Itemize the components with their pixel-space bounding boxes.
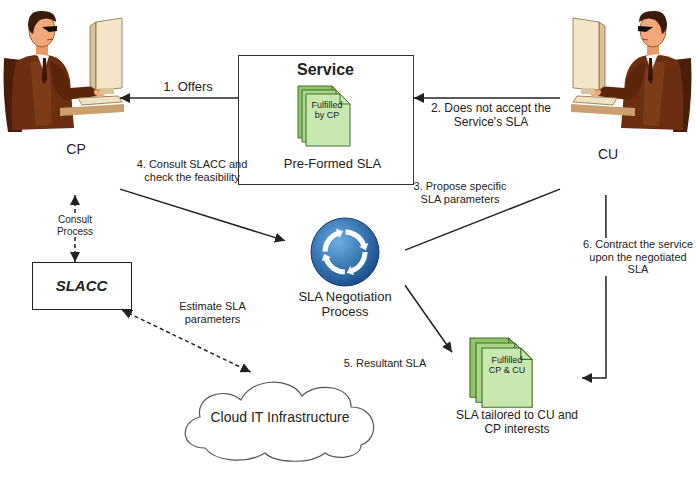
- edge-label: 6. Contract the service upon the negotia…: [582, 238, 694, 276]
- edge-label: Consult Process: [50, 214, 100, 237]
- arrow-connector: [582, 195, 606, 378]
- box-title: SLACC: [33, 277, 130, 294]
- edge-label: Estimate SLA parameters: [165, 300, 260, 325]
- cloud-infrastructure: Cloud IT Infrastructure: [175, 372, 385, 462]
- edge-label: 4. Consult SLACC and check the feasibili…: [126, 158, 258, 183]
- edge-label: 3. Propose specific SLA parameters: [410, 180, 510, 205]
- cloud-shape: [185, 382, 373, 461]
- actor-label: CU: [588, 146, 628, 162]
- negotiation-cycle-icon: [311, 218, 379, 286]
- cp-person-illustration: [4, 11, 125, 132]
- negotiation-process: SLA Negotiation Process: [285, 215, 405, 350]
- document-note: Fulfilled by CP: [307, 100, 347, 121]
- arrow-connector: [414, 97, 560, 99]
- box-title: Service: [239, 61, 412, 79]
- service-box: ServiceFulfilled by CP Pre-Formed SLA: [238, 55, 414, 185]
- edge-label: 2. Does not accept the Service's SLA: [424, 102, 558, 130]
- arrow-connector: [120, 97, 238, 99]
- cu-actor: CU: [560, 0, 695, 195]
- cloud-label: Cloud IT Infrastructure: [195, 409, 365, 425]
- document-note: Fulfilled CP & CU: [484, 355, 530, 376]
- pre-formed-sla-documents: [298, 86, 350, 146]
- slacc-box: SLACC: [32, 262, 132, 310]
- arrow-connector: [405, 285, 452, 352]
- edge-label: 1. Offers: [148, 80, 228, 95]
- edge-label: 5. Resultant SLA: [335, 357, 435, 370]
- arrow-connector: [120, 189, 285, 241]
- actor-label: CP: [56, 141, 96, 157]
- document-caption: SLA tailored to CU and CP interests: [452, 409, 582, 437]
- tailored-sla-documents: [470, 338, 532, 407]
- cp-actor: CP: [0, 0, 120, 195]
- cu-person-illustration: [571, 11, 692, 132]
- tailored-sla-document: Fulfilled CP & CU SLA tailored to CU and …: [452, 335, 582, 450]
- document-caption: Pre-Formed SLA: [280, 157, 385, 172]
- process-label: SLA Negotiation Process: [285, 290, 405, 320]
- pre-formed-sla-document: Fulfilled by CP Pre-Formed SLA: [280, 85, 385, 180]
